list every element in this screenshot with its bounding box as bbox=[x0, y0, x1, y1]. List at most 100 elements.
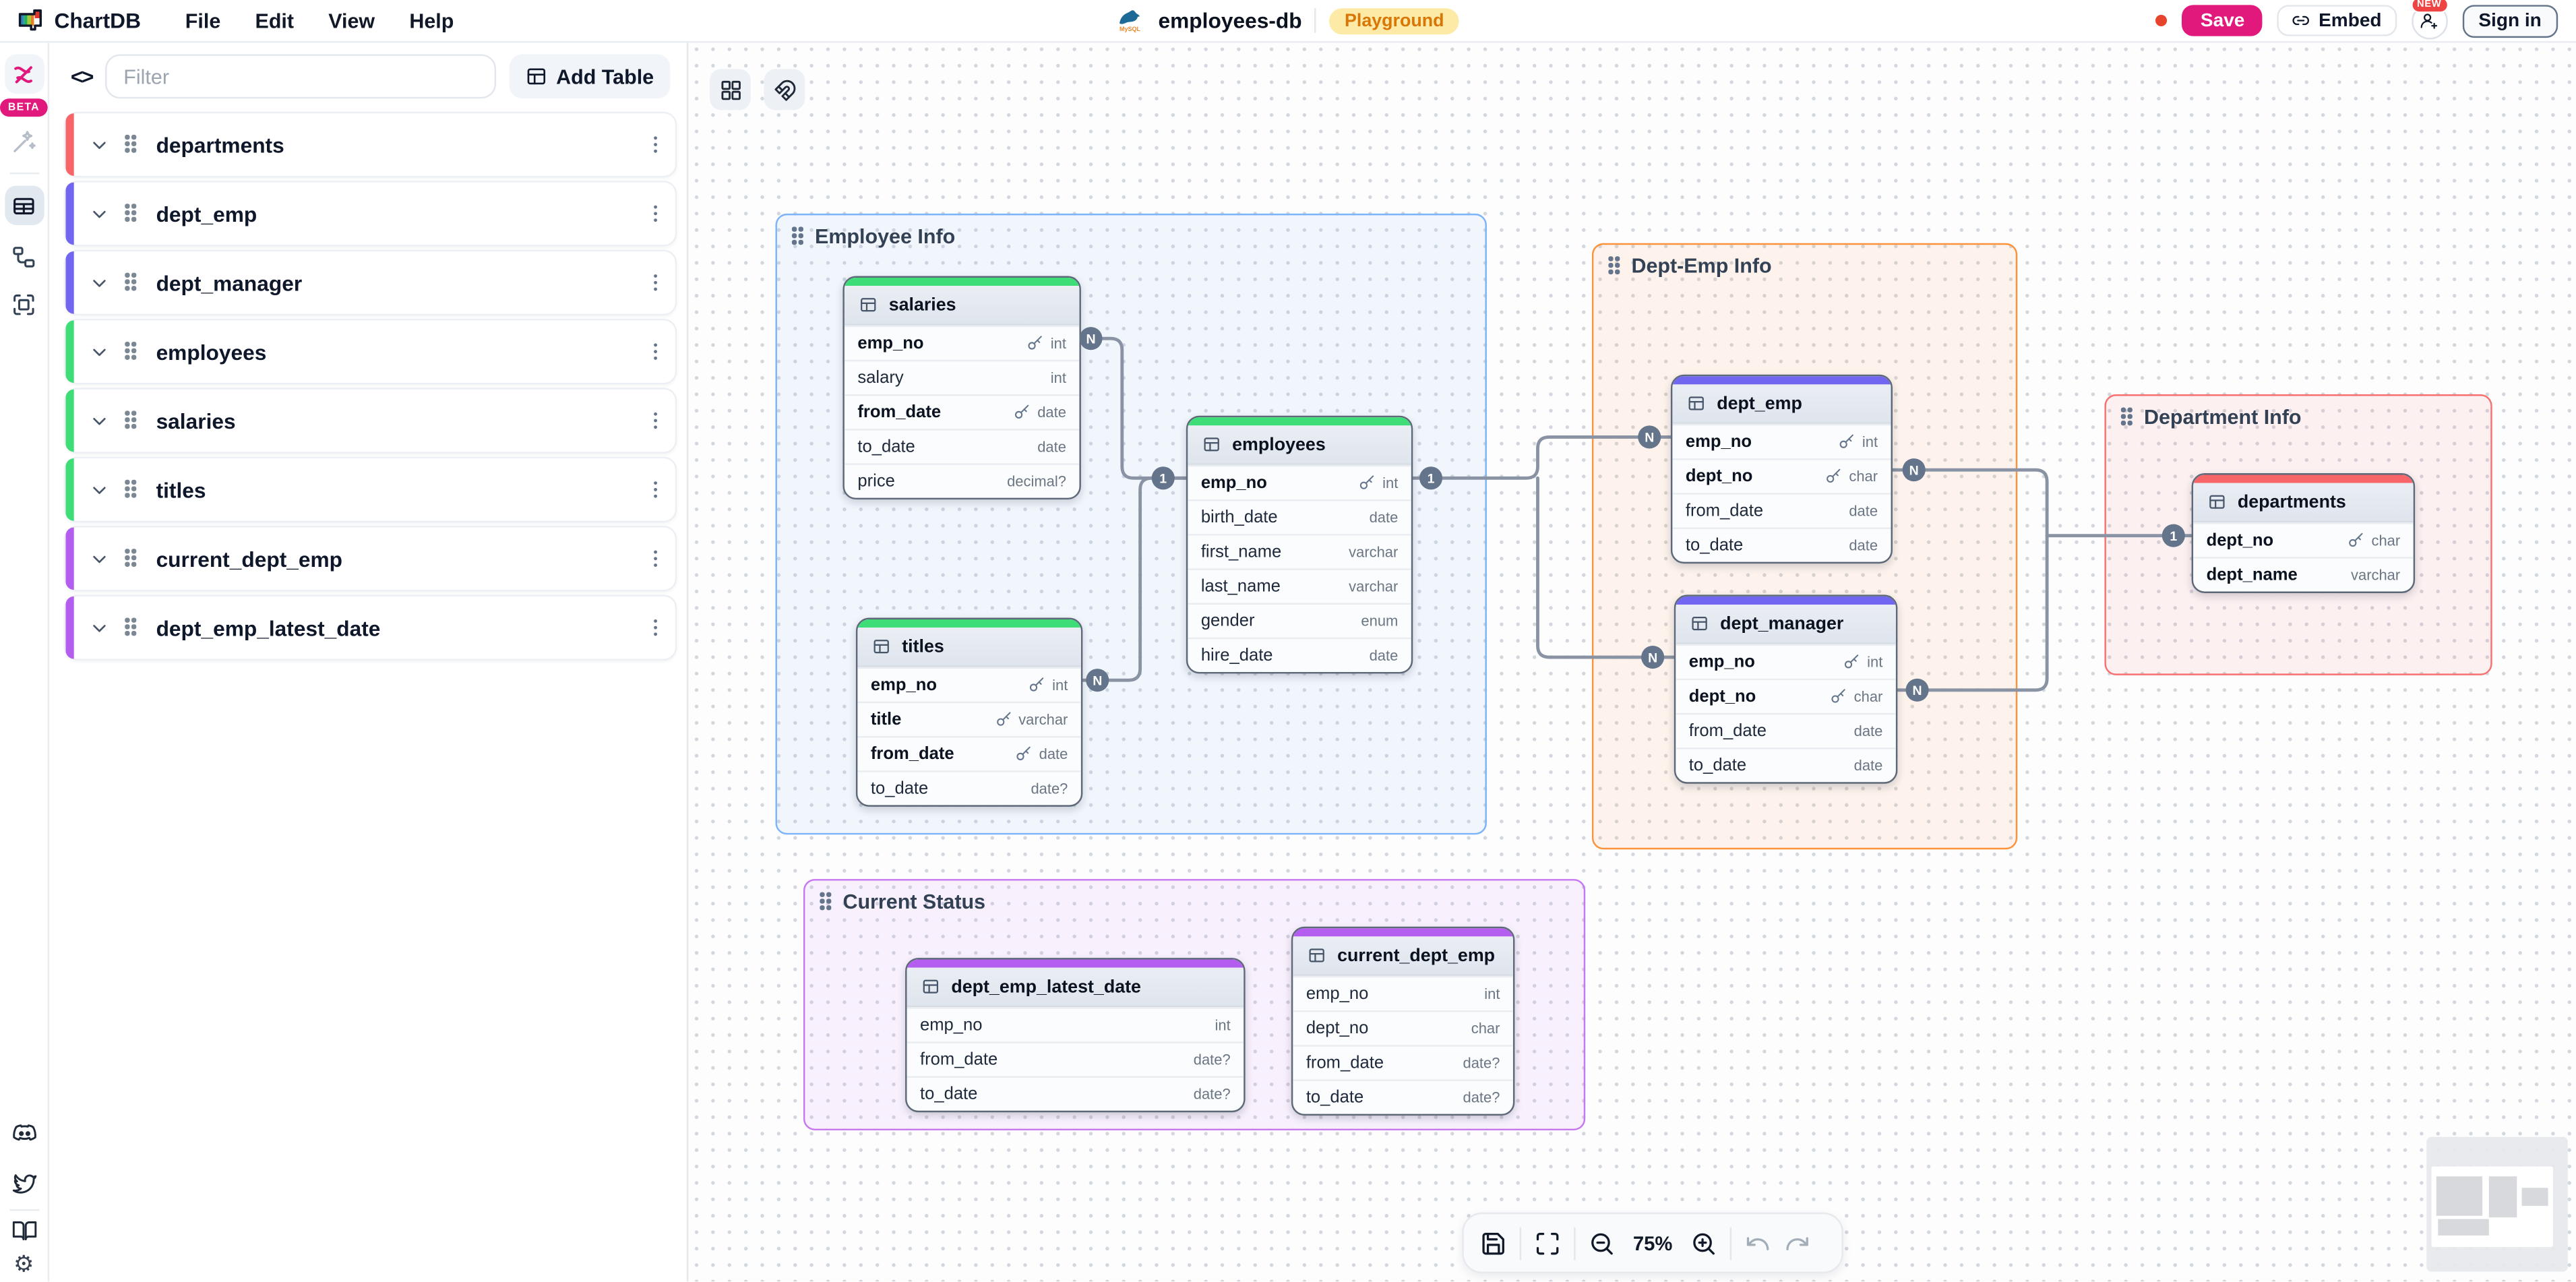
minimap[interactable] bbox=[2426, 1136, 2568, 1272]
chartdb-ai-button[interactable] bbox=[4, 54, 44, 94]
table-list-item-dept_emp[interactable]: dept_emp bbox=[64, 181, 677, 247]
table-list-item-current_dept_emp[interactable]: current_dept_emp bbox=[64, 526, 677, 592]
save-diagram-icon[interactable] bbox=[1480, 1229, 1506, 1256]
zoom-level[interactable]: 75% bbox=[1632, 1231, 1673, 1255]
chevron-down-icon[interactable] bbox=[89, 341, 111, 363]
table-menu-icon[interactable] bbox=[652, 342, 657, 361]
embed-button[interactable]: Embed bbox=[2277, 5, 2397, 36]
magic-wand-icon[interactable] bbox=[7, 125, 40, 158]
drag-handle-icon[interactable] bbox=[125, 410, 138, 430]
undo-icon[interactable] bbox=[1745, 1229, 1771, 1256]
show-all-toggle-button[interactable] bbox=[710, 69, 751, 111]
redo-icon[interactable] bbox=[1784, 1229, 1810, 1256]
table-node-header[interactable]: departments bbox=[2193, 483, 2414, 523]
filter-input[interactable] bbox=[105, 54, 495, 99]
settings-icon[interactable]: ⚙ bbox=[13, 1250, 34, 1277]
menu-view[interactable]: View bbox=[328, 9, 375, 32]
save-button[interactable]: Save bbox=[2182, 5, 2263, 36]
areas-tab-button[interactable] bbox=[7, 288, 40, 321]
table-node-header[interactable]: dept_emp_latest_date bbox=[907, 967, 1244, 1008]
table-menu-icon[interactable] bbox=[652, 412, 657, 429]
drag-handle-icon[interactable] bbox=[125, 549, 138, 568]
table-node-header[interactable]: titles bbox=[857, 628, 1081, 667]
drag-handle-icon[interactable] bbox=[1608, 256, 1622, 276]
menu-help[interactable]: Help bbox=[409, 9, 454, 32]
chevron-down-icon[interactable] bbox=[89, 410, 111, 431]
chevron-down-icon[interactable] bbox=[89, 272, 111, 293]
chevron-down-icon[interactable] bbox=[89, 479, 111, 501]
sign-in-button[interactable]: Sign in bbox=[2461, 4, 2558, 37]
drag-handle-icon[interactable] bbox=[2120, 407, 2135, 427]
drag-handle-icon[interactable] bbox=[125, 479, 138, 499]
relationships-tab-button[interactable] bbox=[7, 240, 40, 273]
table-node-header[interactable]: salaries bbox=[844, 286, 1080, 326]
drag-handle-icon[interactable] bbox=[125, 134, 138, 154]
menu-file[interactable]: File bbox=[185, 9, 221, 32]
menu-edit[interactable]: Edit bbox=[255, 9, 295, 32]
chevron-down-icon[interactable] bbox=[89, 617, 111, 638]
table-node-header[interactable]: dept_manager bbox=[1676, 605, 1896, 644]
drag-handle-icon[interactable] bbox=[125, 342, 138, 361]
add-table-button[interactable]: Add Table bbox=[508, 54, 671, 99]
table-list-item-departments[interactable]: departments bbox=[64, 111, 677, 178]
table-list-item-employees[interactable]: employees bbox=[64, 318, 677, 385]
fit-view-icon[interactable] bbox=[1535, 1229, 1561, 1256]
drag-handle-icon[interactable] bbox=[125, 272, 138, 293]
table-list-item-titles[interactable]: titles bbox=[64, 456, 677, 523]
table-node-header[interactable]: dept_emp bbox=[1672, 384, 1891, 424]
tables-tab-button[interactable] bbox=[4, 185, 44, 225]
table-menu-icon[interactable] bbox=[652, 205, 657, 222]
table-list-item-dept_manager[interactable]: dept_manager bbox=[64, 249, 677, 315]
table-node-header[interactable]: employees bbox=[1188, 425, 1411, 465]
drag-handle-icon[interactable] bbox=[125, 204, 138, 223]
snap-to-grid-button[interactable] bbox=[764, 69, 805, 111]
drag-handle-icon[interactable] bbox=[125, 617, 138, 638]
zoom-out-icon[interactable] bbox=[1589, 1229, 1615, 1256]
table-list-item-dept_emp_latest_date[interactable]: dept_emp_latest_date bbox=[64, 594, 677, 661]
table-menu-icon[interactable] bbox=[652, 274, 657, 292]
drag-handle-icon[interactable] bbox=[791, 226, 805, 246]
table-menu-icon[interactable] bbox=[652, 481, 657, 499]
drag-handle-icon[interactable] bbox=[820, 892, 833, 912]
table-menu-icon[interactable] bbox=[652, 135, 657, 154]
discord-icon[interactable] bbox=[9, 1119, 38, 1149]
docs-icon[interactable] bbox=[9, 1216, 38, 1246]
chevron-down-icon[interactable] bbox=[89, 134, 111, 156]
table-node-header[interactable]: current_dept_emp bbox=[1293, 936, 1513, 976]
table-menu-icon[interactable] bbox=[652, 619, 657, 636]
